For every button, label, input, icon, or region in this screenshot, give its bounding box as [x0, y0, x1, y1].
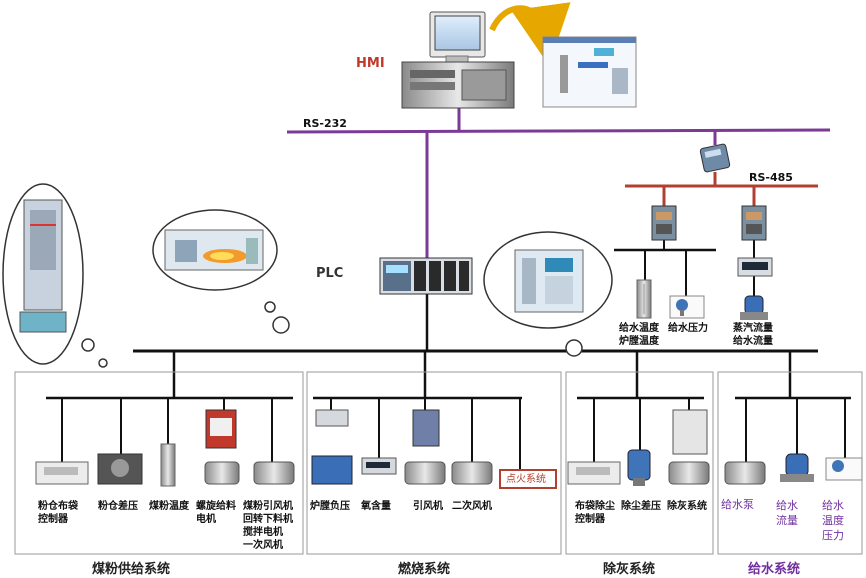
water-flow-label: 给水流量	[733, 336, 773, 347]
combustion-system-title: 燃烧系统	[398, 562, 451, 577]
dust-pressure-label: 除尘差压	[621, 501, 661, 512]
fan-group-label: 煤粉引风机 回转下料机 搅拌电机 一次风机	[243, 501, 293, 551]
io-module-right-icon	[741, 205, 767, 241]
temp-sensor-icon	[636, 279, 652, 319]
water-flow-item-label: 给水 流量	[776, 499, 798, 527]
bag-dust-label: 布袋除尘 控制器	[575, 501, 615, 525]
arrow-icon	[489, 2, 571, 66]
bag-dust-controller-icon	[567, 461, 621, 485]
coal-temp-sensor-icon	[160, 443, 176, 487]
ash-system-title: 除灰系统	[603, 562, 656, 577]
water-pressure-label: 给水压力	[668, 323, 708, 334]
converter-icon	[699, 143, 731, 173]
furnace-pressure-label: 炉膛负压	[310, 501, 350, 512]
furnace-pressure-icon	[311, 409, 353, 485]
induced-fan-label: 引风机	[413, 501, 443, 512]
water-temp-pressure-icon	[825, 457, 863, 481]
steam-flow-label: 蒸汽流量	[733, 323, 773, 334]
hmi-screen-thumbnail	[542, 36, 637, 108]
ignition-label: 点火系统	[506, 474, 546, 485]
plc-icon	[379, 257, 473, 295]
furnace-temp-label: 炉膛温度	[619, 336, 659, 347]
hmi-label: HMI	[356, 56, 385, 71]
combustion-section-box	[306, 371, 562, 555]
water-pump-icon	[724, 461, 766, 485]
plc-label: PLC	[316, 266, 344, 281]
furnace-image-icon	[164, 229, 264, 271]
pressure-gauge-icon	[669, 295, 705, 319]
flowmeter-icon	[740, 295, 768, 320]
fan-motor-icon	[253, 461, 295, 485]
water-system-title: 给水系统	[748, 562, 801, 577]
rs232-bus	[286, 128, 831, 134]
ash-system-item-label: 除灰系统	[667, 501, 707, 512]
rs232-label: RS-232	[303, 117, 347, 130]
water-temp-label: 给水温度	[619, 323, 659, 334]
dust-pressure-icon	[627, 449, 651, 486]
water-temp-pressure-label: 给水 温度 压力	[822, 499, 844, 542]
ash-cabinet-icon	[668, 409, 710, 485]
rs485-label: RS-485	[749, 171, 793, 184]
bin-pressure-label: 粉仓差压	[98, 501, 138, 512]
furnace-cloud	[152, 209, 290, 334]
induced-fan-icon	[404, 409, 446, 485]
ash-section-box	[565, 371, 714, 555]
flow-display-icon	[737, 257, 773, 277]
hmi-computer-icon	[401, 11, 515, 109]
io-module-left-icon	[651, 205, 677, 241]
dust-collector-image-icon	[514, 249, 584, 313]
ignition-box	[499, 469, 557, 489]
boiler-image-icon	[19, 199, 67, 333]
screw-motor-label: 螺旋给料 电机	[196, 501, 236, 525]
bag-controller-label: 粉仓布袋 控制器	[38, 501, 78, 525]
secondary-fan-label: 二次风机	[452, 501, 492, 512]
water-pump-label: 给水泵	[721, 498, 754, 511]
coal-system-title: 煤粉供给系统	[92, 562, 171, 577]
bag-controller-icon	[35, 461, 89, 485]
secondary-fan-icon	[451, 461, 493, 485]
pressure-sensor-icon	[97, 453, 143, 485]
oxygen-analyzer-icon	[361, 457, 397, 475]
oxygen-label: 氧含量	[361, 501, 391, 512]
coal-temp-label: 煤粉温度	[149, 501, 189, 512]
screw-motor-icon	[204, 409, 240, 485]
coal-section-box	[14, 371, 304, 555]
water-flowmeter-icon	[780, 453, 814, 482]
